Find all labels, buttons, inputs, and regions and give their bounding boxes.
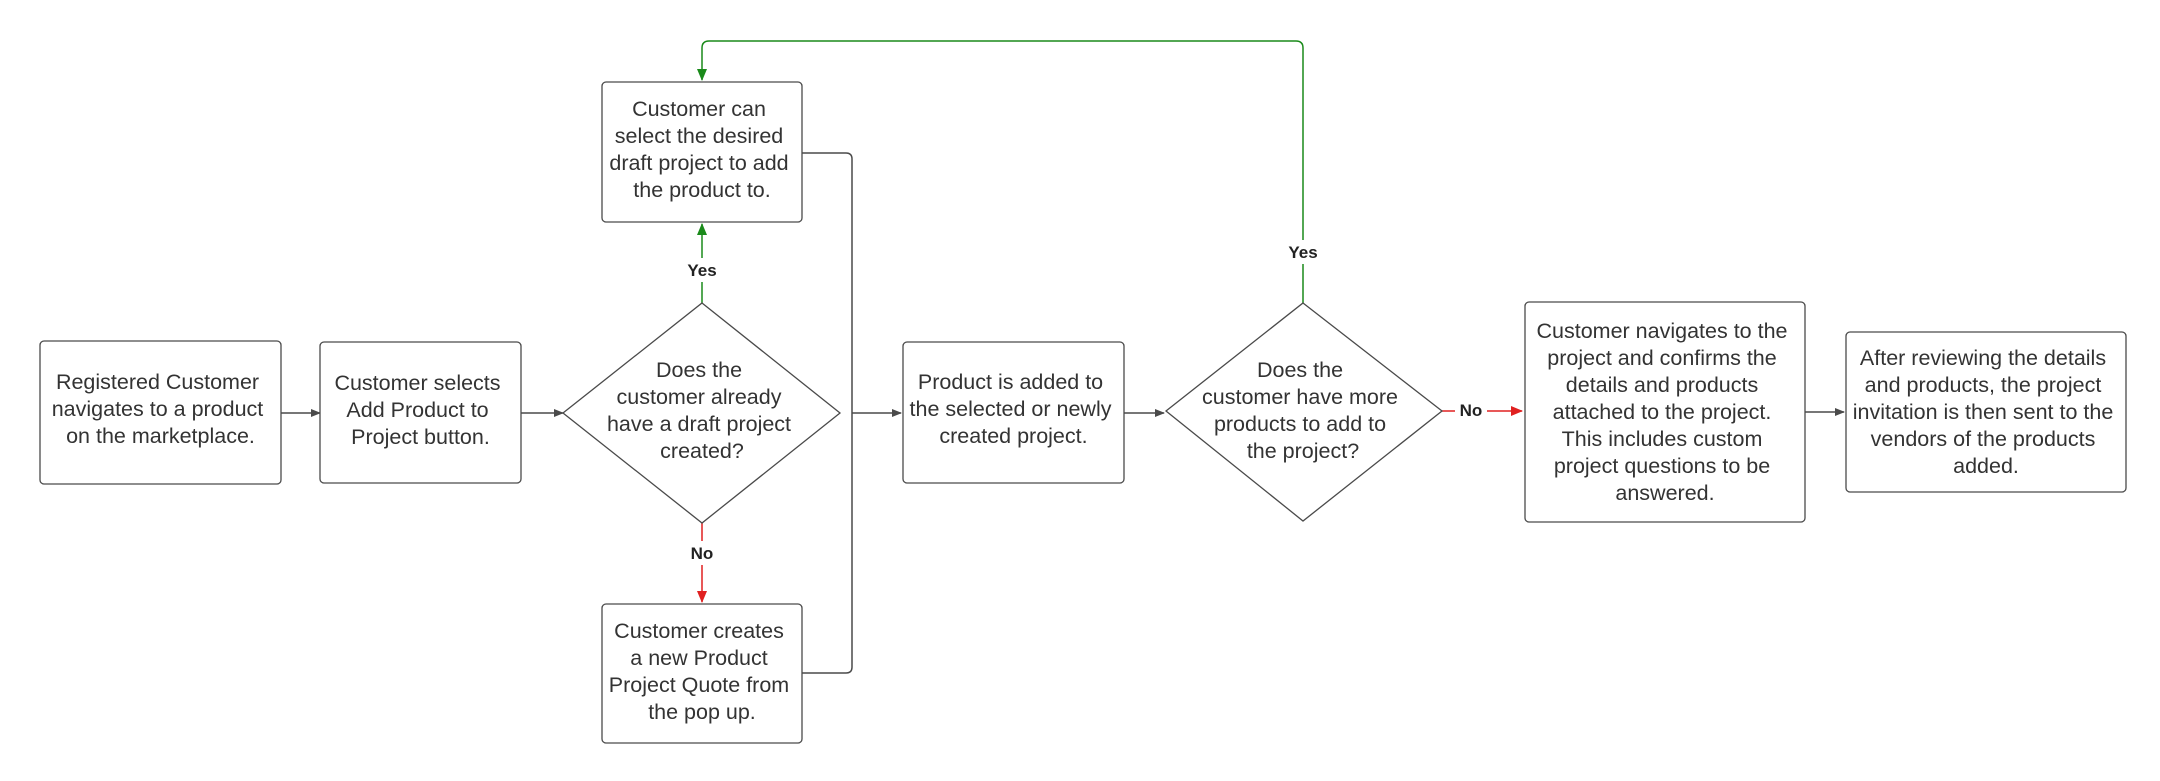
decision-more-text: Does the customer have more products to … bbox=[1202, 358, 1404, 463]
edge-label-more-yes: Yes bbox=[1288, 243, 1317, 262]
node-product-added-text: Product is added to the selected or newl… bbox=[910, 370, 1118, 448]
node-select-draft-text: Customer can select the desired draft pr… bbox=[609, 97, 794, 202]
label-bg-more-no bbox=[1455, 398, 1487, 422]
label-bg-draft-yes bbox=[684, 258, 720, 282]
node-send-invitation-text: After reviewing the details and products… bbox=[1853, 346, 2120, 478]
connector-select-draft-merge bbox=[802, 152, 853, 413]
node-send-invitation-box bbox=[1845, 331, 2127, 493]
node-confirm-details-text: Customer navigates to the project and co… bbox=[1537, 319, 1794, 505]
node-select-draft-box bbox=[601, 81, 803, 223]
connector-more-yes-loop bbox=[697, 40, 1304, 303]
decision-more-diamond bbox=[1164, 302, 1444, 522]
decision-draft-text: Does the customer already have a draft p… bbox=[607, 358, 797, 463]
node-select-add-box bbox=[319, 341, 522, 484]
node-create-new-box bbox=[601, 603, 803, 744]
edge-label-draft-no: No bbox=[691, 544, 714, 563]
node-start-box bbox=[39, 340, 282, 485]
label-bg-draft-no bbox=[686, 541, 718, 565]
node-product-added-box bbox=[902, 341, 1125, 484]
decision-draft-diamond bbox=[561, 302, 842, 524]
node-start-text: Registered Customer navigates to a produ… bbox=[52, 370, 270, 448]
edge-label-more-no: No bbox=[1460, 401, 1483, 420]
connectors bbox=[281, 40, 1845, 674]
connector-create-new-merge bbox=[802, 413, 853, 674]
node-select-add-text: Customer selects Add Product to Project … bbox=[334, 371, 506, 449]
shapes bbox=[39, 81, 2127, 744]
node-confirm-details-box bbox=[1524, 301, 1806, 523]
node-create-new-text: Customer creates a new Product Project Q… bbox=[609, 619, 795, 724]
edge-label-draft-yes: Yes bbox=[687, 261, 716, 280]
label-bg-more-yes bbox=[1285, 240, 1321, 264]
